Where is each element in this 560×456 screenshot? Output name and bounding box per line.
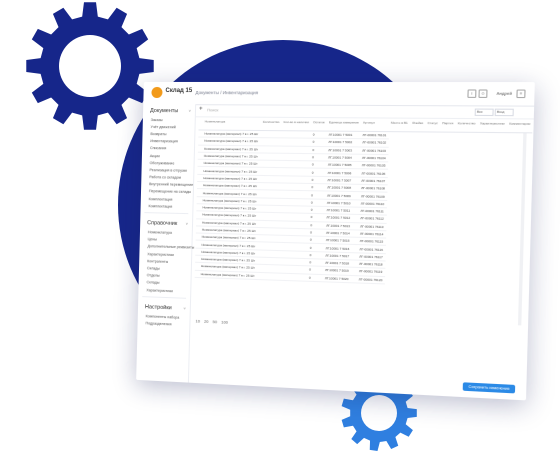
sidebar-section[interactable]: Справочник ˅ bbox=[140, 216, 192, 229]
table-cell: 0 bbox=[311, 131, 327, 139]
filter-select-1[interactable]: Все bbox=[475, 109, 494, 117]
table-header-cell[interactable]: Характеристики bbox=[477, 120, 507, 132]
top-bar: Склад 15 Документы / Инвентаризация i ☺ … bbox=[143, 82, 535, 107]
page-size-option[interactable]: 20 bbox=[204, 319, 209, 324]
table-header-cell[interactable]: Кол-во в наличии bbox=[281, 119, 311, 131]
table-cell: 0 bbox=[310, 146, 326, 154]
table-cell: Номенклатура (материал) 7 в г. 25 Шт bbox=[199, 270, 257, 279]
main-content: + Поиск Все Вход НоменклатураКоличествоК… bbox=[188, 104, 534, 400]
chevron-down-icon: ˅ bbox=[186, 222, 188, 227]
sidebar-item[interactable]: Характеристики bbox=[138, 286, 190, 295]
menu-icon[interactable]: ≡ bbox=[516, 90, 525, 99]
page-size-option[interactable]: 100 bbox=[221, 319, 228, 324]
page-size-option[interactable]: 10 bbox=[195, 318, 200, 323]
table-header-cell[interactable]: Место в В1 bbox=[389, 120, 411, 132]
table-header-cell[interactable]: Номенклатура bbox=[203, 118, 261, 130]
logo-icon bbox=[151, 87, 162, 98]
sidebar-section-title: Документы bbox=[150, 108, 178, 114]
user-icon[interactable]: ☺ bbox=[478, 89, 487, 98]
sidebar: Документы˅ЗаказыУчёт движенийВозвратыИнв… bbox=[136, 104, 196, 383]
table-cell: ЛГ.10001 7 5020 bbox=[323, 274, 357, 283]
inventory-table: НоменклатураКоличествоКол-во в наличииОс… bbox=[195, 118, 533, 289]
table-header-cell[interactable]: Единица измерения bbox=[327, 119, 361, 131]
table-header-cell[interactable]: Артикул bbox=[361, 119, 389, 131]
table-cell bbox=[277, 273, 307, 281]
table-header-cell[interactable]: Комментарии bbox=[507, 120, 533, 132]
gear-hole bbox=[59, 35, 121, 97]
gear-hole bbox=[361, 395, 397, 431]
add-icon[interactable]: + bbox=[199, 106, 203, 112]
gear-icon-large bbox=[24, 0, 156, 132]
toolbar: + Поиск Все Вход bbox=[195, 104, 534, 119]
sidebar-section[interactable]: Документы ˅ bbox=[143, 104, 195, 116]
table-cell: 0 bbox=[307, 274, 323, 282]
user-name[interactable]: Андрей bbox=[496, 91, 512, 96]
app-window: Склад 15 Документы / Инвентаризация i ☺ … bbox=[136, 82, 535, 400]
sidebar-separator bbox=[144, 213, 188, 215]
logo-text: Склад 15 bbox=[165, 88, 192, 94]
sidebar-section-title: Настройки bbox=[145, 304, 172, 311]
save-button[interactable]: Сохранить изменения bbox=[463, 382, 515, 393]
table-header-cell[interactable]: Ячейки bbox=[410, 120, 426, 132]
sidebar-separator bbox=[142, 296, 186, 299]
sidebar-item[interactable]: Комплектация bbox=[141, 202, 193, 210]
table-cell bbox=[257, 272, 278, 280]
sidebar-section-title: Справочник bbox=[147, 221, 177, 228]
sidebar-item[interactable]: Подразделения bbox=[138, 319, 190, 328]
sidebar-section[interactable]: Настройки ˅ bbox=[138, 300, 190, 314]
chevron-down-icon: ˅ bbox=[189, 108, 191, 113]
info-icon[interactable]: i bbox=[467, 89, 476, 97]
table-header-cell[interactable]: Остаток bbox=[311, 119, 327, 131]
breadcrumb: Документы / Инвентаризация bbox=[195, 90, 258, 95]
table-header-cell[interactable]: Количество bbox=[455, 120, 478, 132]
page-size-option[interactable]: 50 bbox=[213, 319, 218, 324]
table-body: Номенклатура (материал) 7 в г. 25 Шт0ЛГ.… bbox=[195, 130, 533, 289]
table-header-cell[interactable]: Количество bbox=[261, 119, 282, 131]
table-cell: ЛГ-00001 76120 bbox=[357, 275, 385, 284]
table-header-cell[interactable]: Статус bbox=[425, 120, 440, 132]
table-cell: 0 bbox=[310, 138, 326, 146]
pager: 10 20 50100 bbox=[195, 318, 232, 325]
filter-select-2[interactable]: Вход bbox=[495, 109, 514, 117]
table-header-cell[interactable]: Партия bbox=[440, 120, 456, 132]
chevron-down-icon: ˅ bbox=[183, 306, 185, 311]
search-input[interactable]: Поиск bbox=[207, 107, 218, 112]
